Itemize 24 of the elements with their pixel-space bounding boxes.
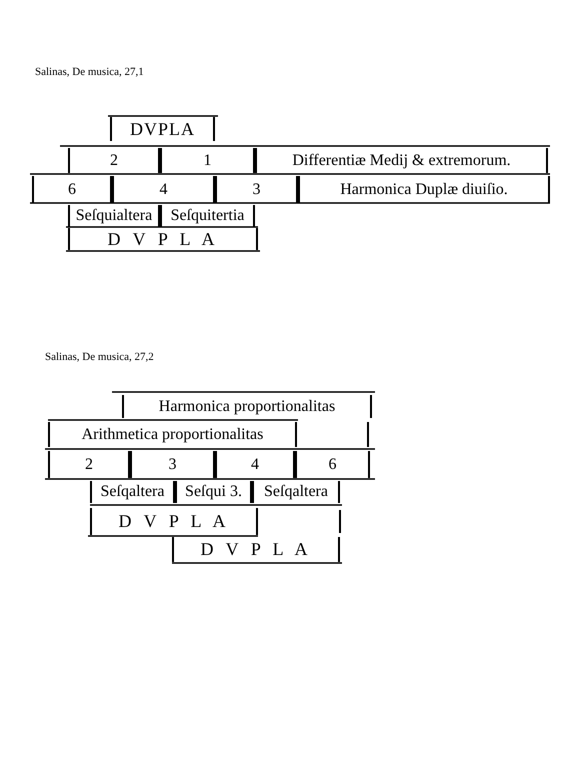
ratio-term: D V P L A [90,508,258,535]
row-heading: Differentiæ Medij & extremorum. [255,148,548,173]
ratio-term: Seſqui 3. [175,481,252,503]
number-label: 6 [32,176,112,203]
number-label: 3 [130,451,215,478]
ratio-term: Seſquitertia [160,205,255,227]
ratio-term: D V P L A [68,228,258,250]
ratio-term: DVPLA [110,117,215,141]
ratio-term: Seſqaltera [252,481,340,503]
number-label: 2 [48,451,130,478]
ratio-term: D V P L A [172,537,340,562]
number-label: 4 [215,451,295,478]
row-heading: Harmonica Duplæ diuiſio. [298,176,550,203]
number-label: 1 [160,148,255,173]
number-label: 2 [68,148,160,173]
proportion-heading: Arithmetica proportionalitas [48,422,297,447]
number-label: 6 [295,451,370,478]
number-label: 3 [215,176,298,203]
ratio-term: Seſqaltera [90,481,175,503]
ratio-term: Seſquialtera [68,205,160,227]
figure-caption: Salinas, De musica, 27,1 [35,66,144,78]
number-label: 4 [112,176,215,203]
figure-caption: Salinas, De musica, 27,2 [45,351,154,363]
proportion-heading: Harmonica proportionalitas [122,395,372,418]
